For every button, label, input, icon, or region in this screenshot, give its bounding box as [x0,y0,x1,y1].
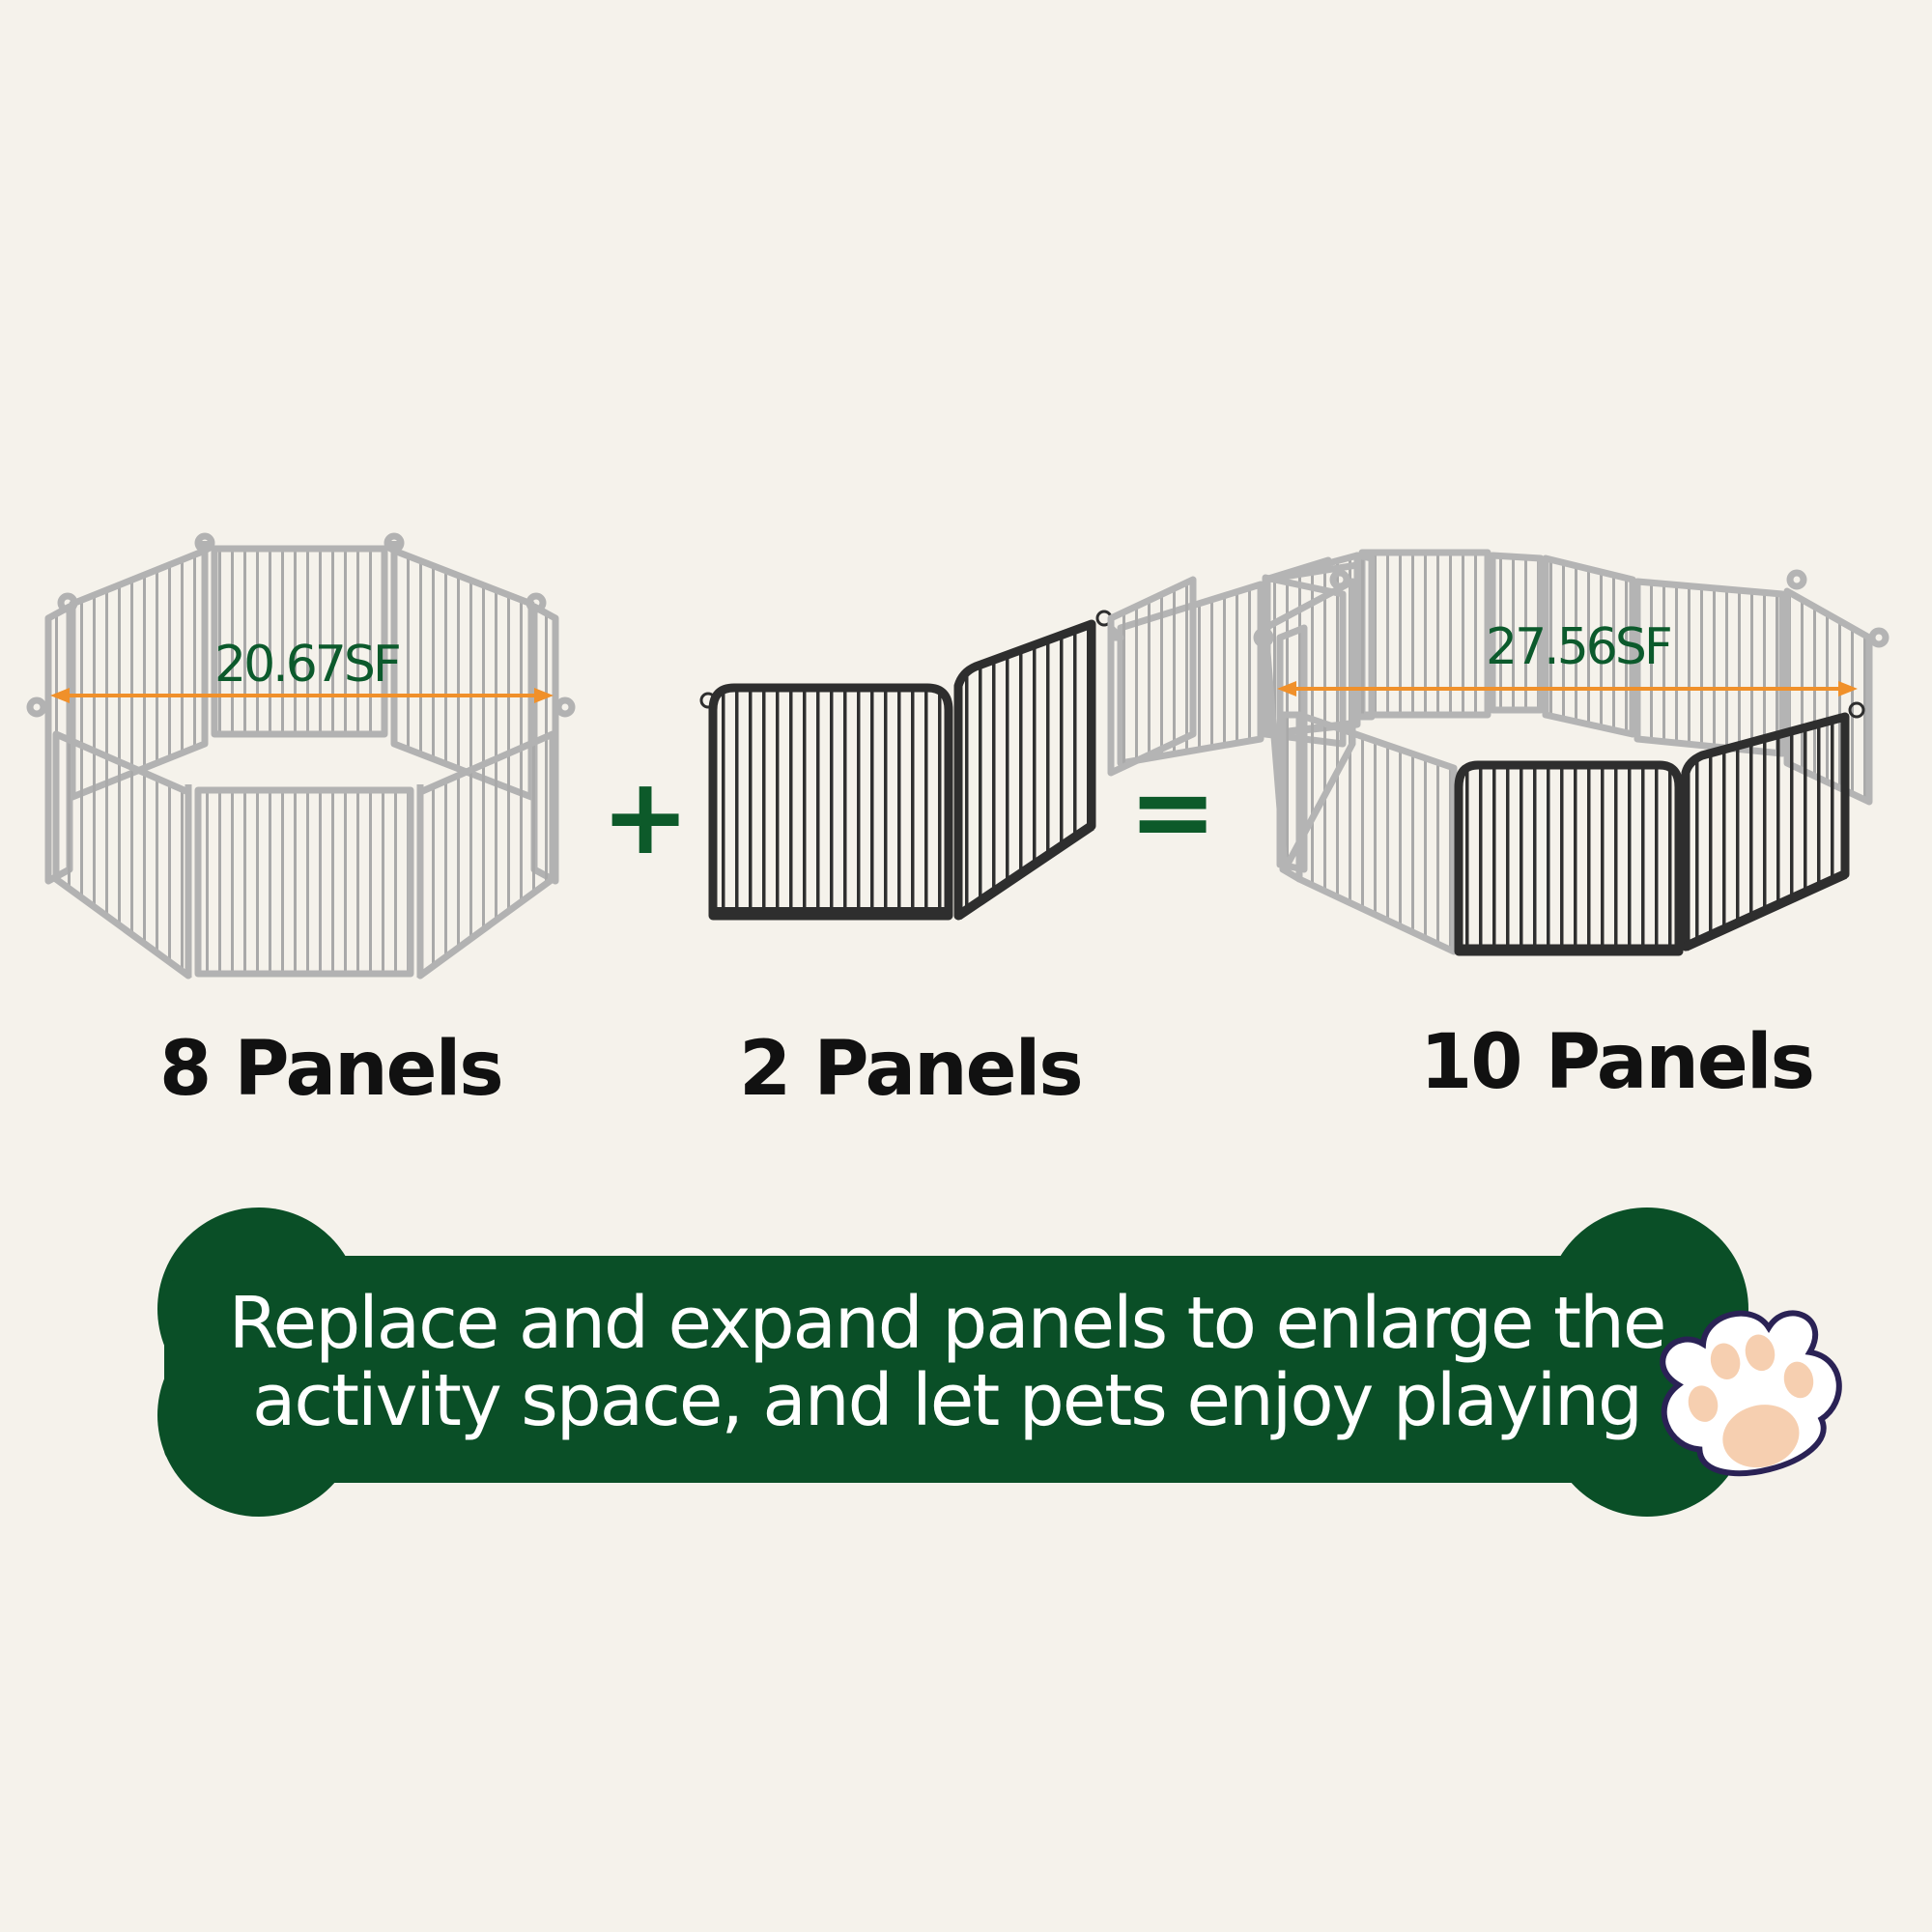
middle-panel-count: 2 Panels [739,1026,1084,1113]
equals-sign: = [1128,750,1218,873]
banner-line-2: activity space, and let pets enjoy playi… [251,1359,1643,1442]
two-panel-set [699,610,1113,921]
width-arrow-right [1277,681,1858,696]
left-area-label: 20.67SF [214,636,402,694]
plus-sign: + [601,754,691,878]
right-area-label: 27.56SF [1486,618,1673,676]
width-arrow-left [50,688,554,703]
bone-banner [157,1208,1748,1517]
right-panel-count: 10 Panels [1420,1019,1815,1106]
octagon-pen-8-panels [26,532,576,980]
left-panel-count: 8 Panels [159,1026,504,1113]
paw-icon [1660,1310,1842,1477]
banner-line-1: Replace and expand panels to enlarge the [228,1282,1667,1365]
decagon-pen-dark-front [1454,701,1865,956]
decagon-pen-back-left [1262,578,1356,873]
banner-text: Replace and expand panels to enlarge the… [213,1285,1681,1439]
